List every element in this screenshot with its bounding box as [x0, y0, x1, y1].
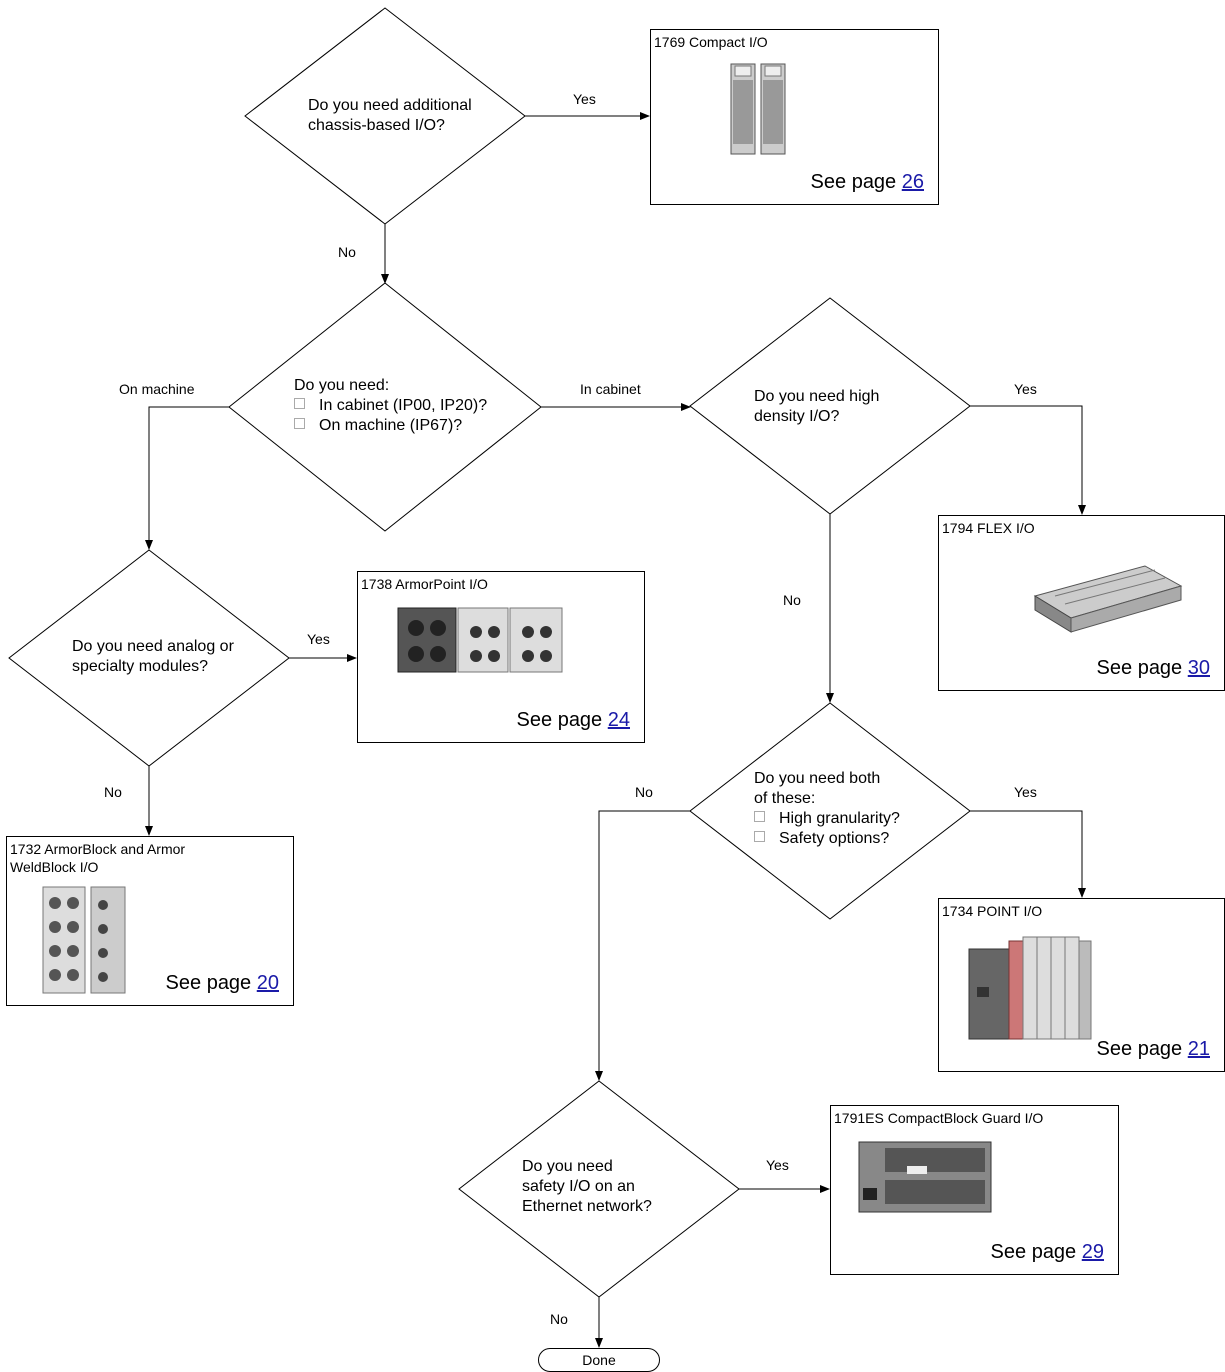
question-safety-ethernet: Do you need safety I/O on an Ethernet ne…: [522, 1158, 652, 1215]
product-title: 1791ES CompactBlock Guard I/O: [834, 1110, 1044, 1126]
checkbox-bullet: [754, 811, 765, 822]
compact-io-module-image: [730, 63, 786, 155]
edge-label-q3-yes: Yes: [1014, 381, 1037, 397]
edge-label-in-cabinet: In cabinet: [580, 381, 641, 397]
edge-label-q1-yes: Yes: [573, 91, 596, 107]
edge-label-q6-no: No: [550, 1311, 568, 1327]
product-title: 1794 FLEX I/O: [942, 520, 1035, 536]
checkbox-bullet: [294, 418, 305, 429]
checkbox-bullet: [294, 398, 305, 409]
product-box-armorblock-io: 1732 ArmorBlock and Armor WeldBlock I/O …: [6, 836, 294, 1006]
edge-label-q1-no: No: [338, 244, 356, 260]
edge-label-on-machine: On machine: [119, 381, 195, 397]
question-high-density: Do you need high density I/O?: [754, 388, 880, 425]
question-environment: Do you need: In cabinet (IP00, IP20)? On…: [294, 377, 488, 434]
product-title: 1732 ArmorBlock and Armor WeldBlock I/O: [10, 841, 186, 875]
see-page: See page 24: [516, 709, 630, 731]
decision-diamond-granularity: [689, 702, 971, 920]
product-box-flex-io: 1794 FLEX I/O See page 30: [938, 515, 1225, 691]
page-link[interactable]: 24: [607, 709, 630, 731]
see-page: See page 30: [1096, 657, 1210, 679]
done-terminal: Done: [538, 1348, 660, 1372]
page-link[interactable]: 29: [1081, 1241, 1104, 1263]
edge-label-q6-yes: Yes: [766, 1157, 789, 1173]
decision-diamond-environment: [228, 282, 542, 532]
edge-label-q4-no: No: [104, 784, 122, 800]
point-io-module-image: [968, 936, 1092, 1040]
page-link[interactable]: 30: [1187, 657, 1210, 679]
page-link[interactable]: 20: [256, 972, 279, 994]
question-granularity: Do you need both of these: High granular…: [754, 770, 900, 847]
edge-label-q5-yes: Yes: [1014, 784, 1037, 800]
see-page: See page 20: [165, 972, 279, 994]
product-box-guard-io: 1791ES CompactBlock Guard I/O See page 2…: [830, 1105, 1119, 1275]
edge-label-q5-no: No: [635, 784, 653, 800]
product-box-armorpoint-io: 1738 ArmorPoint I/O See page 24: [357, 571, 645, 743]
edge-label-q4-yes: Yes: [307, 631, 330, 647]
see-page: See page 29: [990, 1241, 1104, 1263]
edge-label-q3-no: No: [783, 592, 801, 608]
guard-io-module-image: [858, 1141, 992, 1213]
armorpoint-module-image: [397, 607, 563, 673]
checkbox-bullet: [754, 831, 765, 842]
armorblock-module-image: [42, 886, 126, 994]
product-box-compact-io: 1769 Compact I/O See page 26: [650, 29, 939, 205]
see-page: See page 26: [810, 171, 924, 193]
product-title: 1769 Compact I/O: [654, 34, 768, 50]
product-box-point-io: 1734 POINT I/O See page 21: [938, 898, 1225, 1072]
page-link[interactable]: 26: [901, 171, 924, 193]
question-analog: Do you need analog or specialty modules?: [72, 638, 234, 675]
question-additional-io: Do you need additional chassis-based I/O…: [308, 97, 472, 134]
flex-io-module-image: [1033, 565, 1183, 633]
product-title: 1738 ArmorPoint I/O: [361, 576, 488, 592]
page-link[interactable]: 21: [1187, 1038, 1210, 1060]
product-title: 1734 POINT I/O: [942, 903, 1043, 919]
see-page: See page 21: [1096, 1038, 1210, 1060]
